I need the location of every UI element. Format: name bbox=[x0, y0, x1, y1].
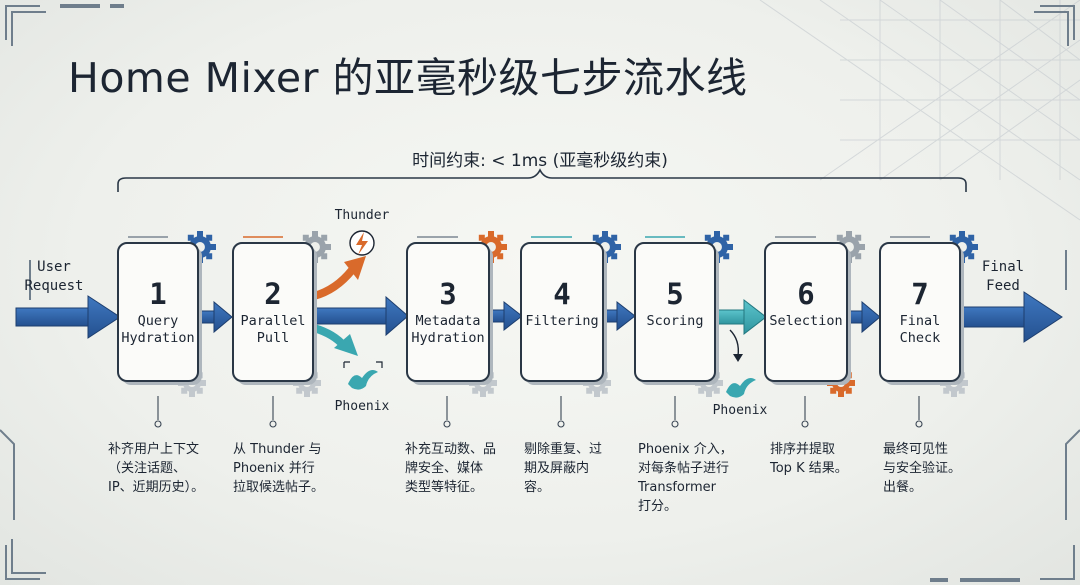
phoenix-icon bbox=[343, 361, 383, 390]
step-6-number: 6 bbox=[797, 277, 815, 311]
step-4-description: 剔除重复、过 期及屏蔽内 容。 bbox=[524, 442, 603, 495]
step-7-number: 7 bbox=[911, 277, 929, 311]
page-title: Home Mixer 的亚毫秒级七步流水线 bbox=[68, 54, 748, 102]
step-5-box bbox=[634, 242, 716, 382]
step-3-box bbox=[406, 242, 490, 382]
phoenix-label: Phoenix bbox=[334, 399, 390, 414]
step-2-name: Parallel Pull bbox=[240, 313, 306, 346]
step-2-box bbox=[232, 242, 314, 382]
step-3-number: 3 bbox=[439, 277, 457, 311]
step-6-name: Selection bbox=[769, 313, 843, 329]
step-6-description: 排序并提取 Top K 结果。 bbox=[770, 442, 848, 476]
scoring-to-selection-arrow bbox=[715, 298, 767, 336]
step-3-name: Metadata Hydration bbox=[411, 313, 485, 346]
phoenix-arrowhead bbox=[334, 334, 358, 356]
step-6-box bbox=[764, 242, 848, 382]
time-brace bbox=[117, 168, 967, 192]
step-1-number: 1 bbox=[149, 277, 167, 311]
phoenix-score-arrow bbox=[729, 329, 740, 357]
thunder-icon bbox=[349, 230, 375, 256]
step-4-number: 4 bbox=[553, 277, 571, 311]
final-feed-arrow bbox=[961, 291, 1063, 343]
thunder-branch-arrow bbox=[312, 267, 356, 300]
final-feed-label: Final Feed bbox=[981, 259, 1025, 294]
step-4-box bbox=[520, 242, 604, 382]
step-7-box bbox=[879, 242, 961, 382]
user-request-arrow bbox=[15, 295, 121, 339]
description-leaders bbox=[154, 396, 923, 428]
connector-arrows bbox=[197, 295, 881, 337]
step-5-description: Phoenix 介入， 对每条帖子进行 Transformer 打分。 bbox=[638, 442, 733, 514]
user-request-label: User Request bbox=[24, 259, 84, 294]
step-1-description: 补齐用户上下文 （关注话题、 IP、近期历史）。 bbox=[108, 442, 205, 495]
step-7-description: 最终可见性 与安全验证。 出餐。 bbox=[883, 442, 962, 495]
thunder-label: Thunder bbox=[334, 208, 390, 223]
step-2-description: 从 Thunder 与 Phoenix 并行 拉取候选帖子。 bbox=[233, 442, 325, 495]
step-4-name: Filtering bbox=[525, 313, 599, 329]
phoenix-score-icon bbox=[726, 378, 756, 398]
step-3-description: 补充互动数、品 牌安全、媒体 类型等特征。 bbox=[405, 442, 497, 495]
step-7-name: Final Check bbox=[899, 313, 941, 346]
step-5-number: 5 bbox=[666, 277, 684, 311]
phoenix-score-arrowhead bbox=[733, 354, 743, 362]
phoenix-score-label: Phoenix bbox=[712, 403, 768, 418]
thunder-arrowhead bbox=[344, 256, 366, 280]
step-5-name: Scoring bbox=[646, 313, 704, 329]
time-constraint-label: 时间约束: < 1ms (亚毫秒级约束) bbox=[412, 151, 668, 171]
step-1-box bbox=[117, 242, 199, 382]
step-2-number: 2 bbox=[264, 277, 282, 311]
step-1-name: Query Hydration bbox=[121, 313, 195, 346]
